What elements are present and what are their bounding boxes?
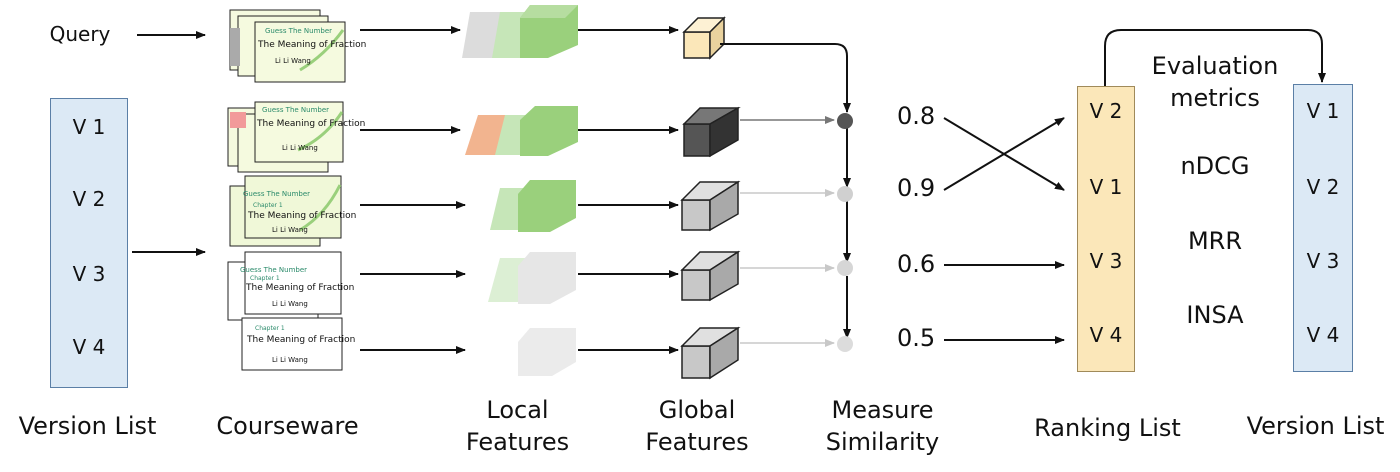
local-feature-v3 (488, 252, 576, 304)
metric-insa: INSA (1186, 301, 1244, 329)
right-version-item: V 2 (1306, 175, 1340, 199)
local-feature-v1 (465, 106, 578, 156)
global-feature-v2 (680, 180, 741, 232)
ranking-list-box: V 2 V 1 V 3 V 4 (1077, 86, 1135, 372)
query-label: Query (49, 22, 111, 46)
right-version-item: V 3 (1306, 249, 1340, 273)
svg-text:Chapter 1: Chapter 1 (253, 202, 283, 209)
svg-text:Chapter 1: Chapter 1 (255, 325, 285, 332)
score-value: 0.6 (897, 250, 936, 278)
metric-ndcg: nDCG (1180, 152, 1250, 180)
svg-text:The Meaning of Fraction: The Meaning of Fraction (247, 211, 356, 221)
global-feature-v4 (680, 326, 741, 380)
measure-similarity-caption: Measure Similarity (825, 396, 940, 456)
svg-text:Li Li Wang: Li Li Wang (275, 57, 311, 65)
right-version-item: V 1 (1306, 99, 1340, 123)
metric-mrr: MRR (1187, 227, 1243, 255)
ranking-item: V 4 (1089, 323, 1123, 347)
svg-text:Li Li Wang: Li Li Wang (272, 300, 308, 308)
similarity-nodes (837, 113, 853, 352)
score-value: 0.8 (897, 102, 936, 130)
left-version-item: V 3 (72, 262, 106, 286)
svg-text:Li Li Wang: Li Li Wang (272, 226, 308, 234)
courseware-stack-v2: Guess The Number Chapter 1 The Meaning o… (229, 175, 356, 247)
query-similarity-route (720, 43, 851, 113)
global-feature-v1 (682, 106, 741, 158)
global-features-caption: Global Features (645, 396, 749, 456)
svg-text:The Meaning of Fraction: The Meaning of Fraction (246, 335, 355, 345)
svg-text:Li Li Wang: Li Li Wang (272, 356, 308, 364)
ranking-item: V 2 (1089, 99, 1123, 123)
global-feature-v3 (680, 250, 741, 302)
svg-text:Guess The Number: Guess The Number (265, 27, 332, 35)
courseware-caption: Courseware (216, 412, 359, 440)
left-version-list-caption: Version List (18, 412, 157, 440)
ranking-item: V 1 (1089, 175, 1123, 199)
local-feature-query (462, 5, 578, 58)
courseware-stack-v3: Guess The Number Chapter 1 The Meaning o… (227, 251, 354, 321)
right-version-list-box: V 1 V 2 V 3 V 4 (1293, 84, 1353, 372)
courseware-stack-query: Guess The Number The Meaning of Fraction… (229, 9, 366, 83)
local-feature-v2 (490, 180, 576, 232)
left-version-item: V 2 (72, 187, 106, 211)
courseware-to-local-arrows (360, 26, 466, 354)
score-value: 0.5 (897, 324, 936, 352)
svg-text:Chapter 1: Chapter 1 (250, 275, 280, 282)
global-to-similarity-arrows (740, 116, 835, 347)
ranking-item: V 3 (1089, 249, 1123, 273)
local-to-global-arrows (578, 26, 679, 354)
left-version-item: V 4 (72, 335, 106, 359)
evaluation-title: Evaluation metrics (1151, 52, 1279, 112)
left-version-list-box: V 1 V 2 V 3 V 4 (50, 98, 128, 388)
svg-text:Guess The Number: Guess The Number (243, 190, 310, 198)
right-version-list-caption: Version List (1246, 412, 1385, 440)
score-value: 0.9 (897, 174, 936, 202)
svg-text:The Meaning of Fraction: The Meaning of Fraction (245, 283, 354, 293)
local-features-caption: Local Features (465, 396, 570, 456)
svg-text:The Meaning of Fraction: The Meaning of Fraction (256, 119, 365, 129)
left-version-item: V 1 (72, 115, 106, 139)
svg-text:Guess The Number: Guess The Number (262, 106, 329, 114)
courseware-slide-v4: Chapter 1 The Meaning of Fraction Li Li … (241, 317, 355, 371)
global-feature-query (682, 16, 726, 60)
courseware-stack-v1: Guess The Number The Meaning of Fraction… (227, 101, 365, 173)
local-feature-v4 (518, 328, 576, 376)
svg-text:Guess The Number: Guess The Number (240, 266, 307, 274)
svg-text:Li Li Wang: Li Li Wang (282, 144, 318, 152)
right-version-item: V 4 (1306, 323, 1340, 347)
score-to-ranking-arrows (943, 117, 1065, 344)
ranking-list-caption: Ranking List (1034, 414, 1181, 442)
ranking-to-version-loop (1104, 29, 1326, 86)
svg-text:The Meaning of Fraction: The Meaning of Fraction (257, 40, 366, 50)
